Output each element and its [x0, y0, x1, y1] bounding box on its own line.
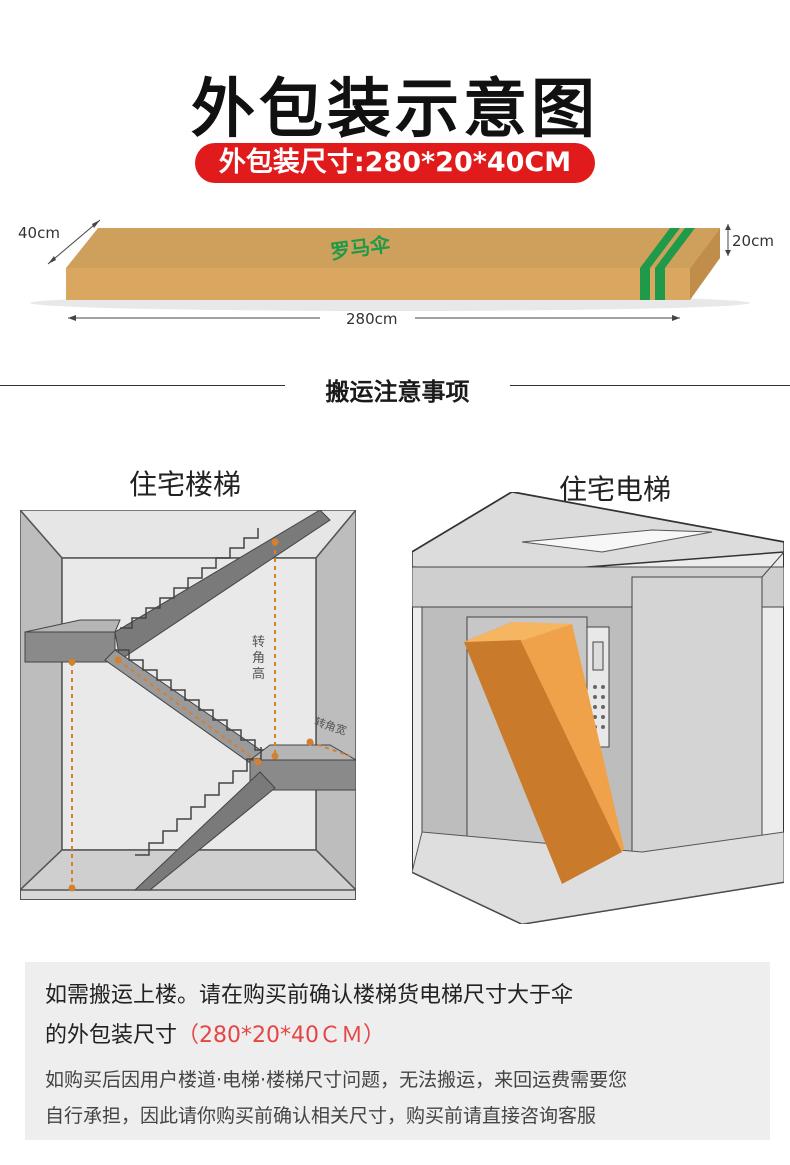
length-dimension-label: 280cm	[346, 310, 398, 328]
elevator-drawing	[411, 490, 785, 926]
stairs-label: 住宅楼梯	[128, 468, 241, 501]
notice-panel	[25, 962, 770, 1140]
elevator-label: 住宅电梯	[558, 473, 671, 506]
notice-line-2: 的外包装尺寸（280*20*40ＣＭ）	[45, 1017, 385, 1049]
elevator-illustration	[411, 490, 785, 926]
notice-line-4: 自行承担，因此请你购买前确认相关尺寸，购买前请直接咨询客服	[45, 1105, 597, 1127]
stairwell-drawing	[18, 507, 358, 901]
notice-line-3: 如购买后因用户楼道·电梯·楼梯尺寸问题，无法搬运，来回运费需要您	[45, 1069, 628, 1091]
package-box-drawing	[30, 219, 750, 321]
stairs-illustration: 转角高 转角宽	[18, 507, 358, 901]
depth-dimension-label: 40cm	[18, 224, 60, 242]
section-title: 搬运注意事项	[325, 378, 470, 406]
notice-size-highlight: （280*20*40ＣＭ）	[177, 1023, 385, 1048]
turn-height-label: 转角高	[252, 635, 266, 682]
package-illustration: 罗马伞 40cm 20cm 280cm	[0, 200, 790, 340]
divider-left	[0, 385, 285, 386]
page-title: 外包装示意图	[191, 73, 599, 147]
notice-line-2-text: 的外包装尺寸	[45, 1023, 178, 1048]
notice-line-1: 如需搬运上楼。请在购买前确认楼梯货电梯尺寸大于伞	[45, 983, 574, 1008]
divider-right	[510, 385, 790, 386]
package-size-badge: 外包装尺寸:280*20*40CM	[195, 143, 595, 183]
height-dimension-label: 20cm	[732, 232, 774, 250]
